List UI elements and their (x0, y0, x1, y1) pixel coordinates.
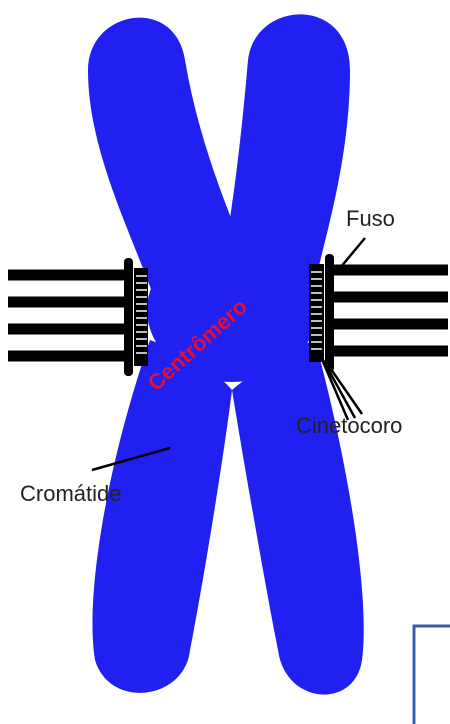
spindle-fibers-left (8, 275, 132, 356)
kinetochore-right (309, 254, 334, 372)
spindle-leader-line (340, 238, 365, 268)
chromatid-label: Cromátide (20, 481, 121, 506)
frame-corner (414, 626, 450, 724)
kinetochore-left (124, 258, 148, 376)
spindle-label: Fuso (346, 206, 395, 231)
chromatid-lower-right (232, 340, 364, 695)
kinetochore-label: Cinetocoro (296, 413, 402, 438)
spindle-fibers-right (325, 270, 448, 351)
